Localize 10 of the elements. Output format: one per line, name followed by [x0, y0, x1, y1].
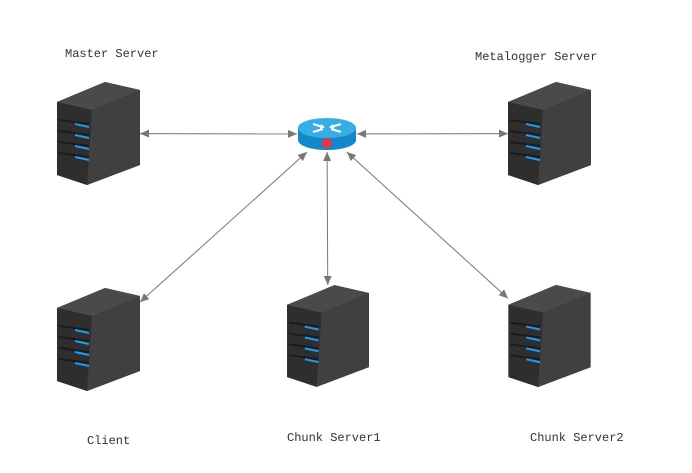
node-label: Master Server [65, 47, 159, 61]
arrow [356, 130, 508, 138]
node-label: Chunk Server2 [530, 431, 624, 445]
node-label: Chunk Server1 [287, 431, 381, 445]
node-label: Metalogger Server [475, 50, 598, 64]
arrow [140, 152, 308, 303]
node-label: Client [87, 434, 130, 448]
arrow [140, 130, 298, 138]
arrow [323, 152, 332, 286]
arrow [346, 152, 508, 299]
